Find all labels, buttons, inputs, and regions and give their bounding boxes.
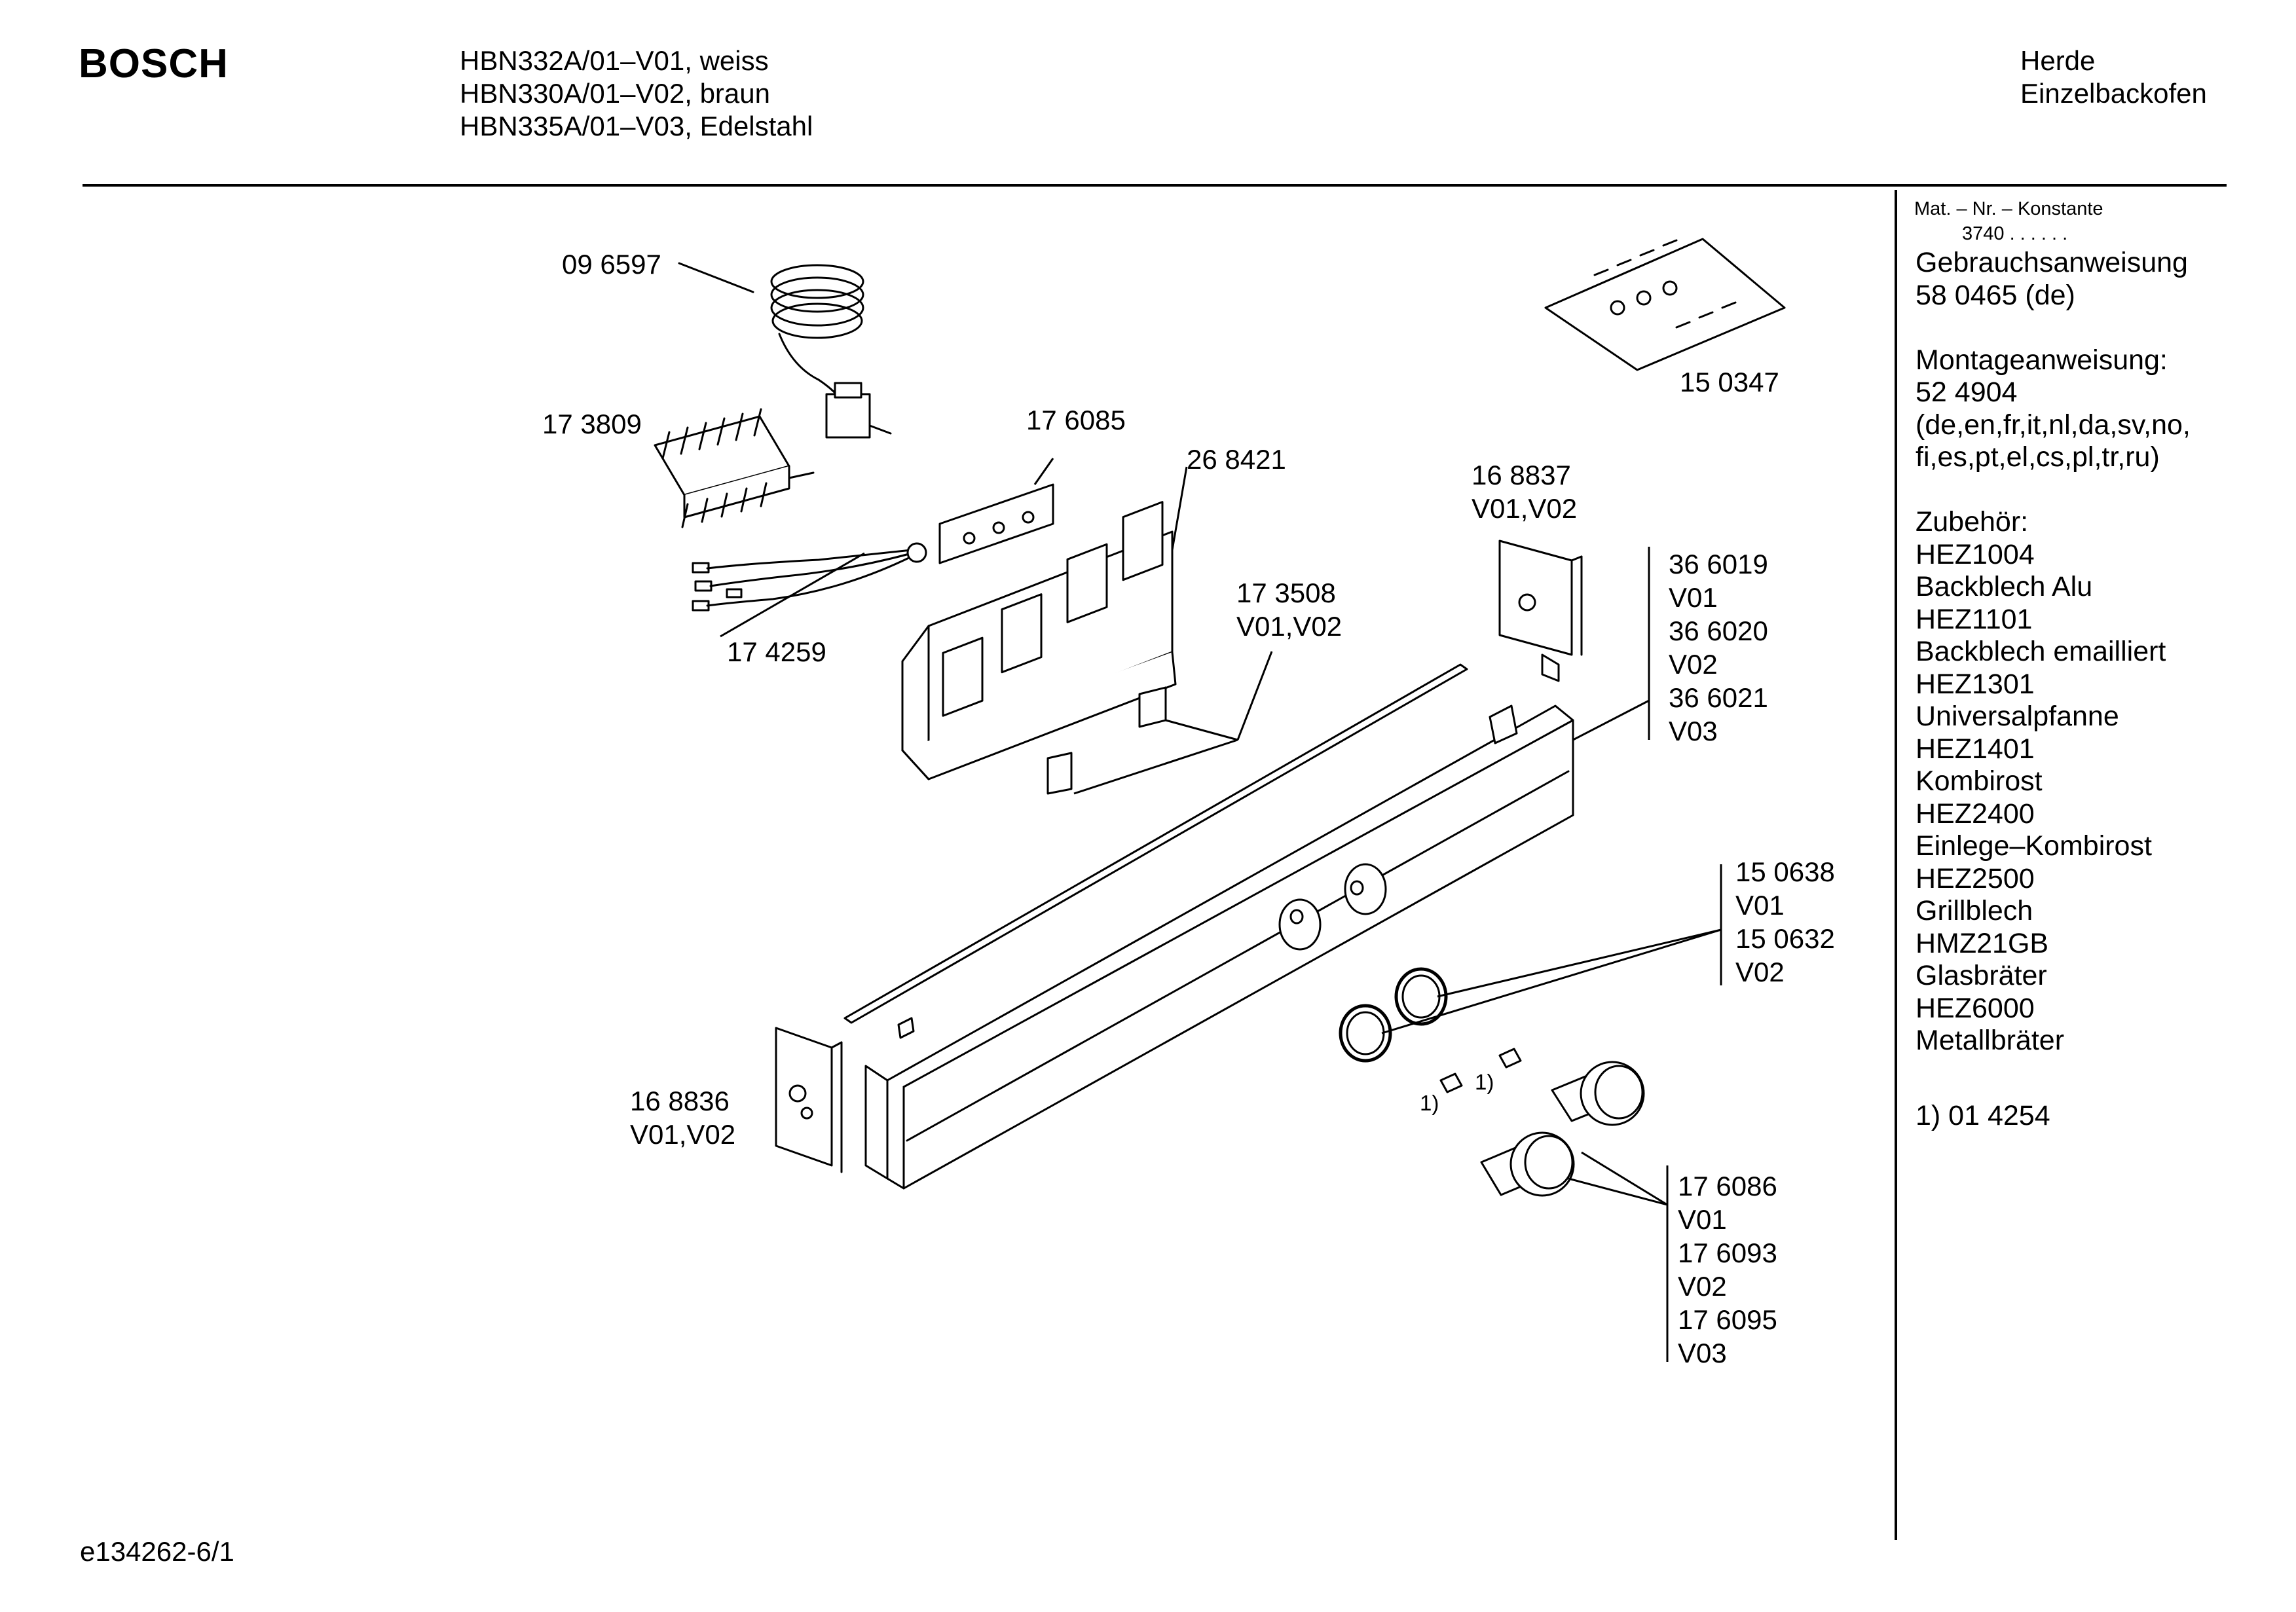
callout-168836-variant: V01,V02	[630, 1119, 736, 1150]
sidebar-line: HEZ1101	[1916, 603, 2033, 635]
callout-150638-line: V01	[1735, 890, 1785, 921]
callout-366019-line: 36 6020	[1669, 615, 1768, 646]
document-id: e134262-6/1	[80, 1536, 234, 1567]
callout-173508-number: 17 3508	[1236, 577, 1336, 608]
sidebar-line: HEZ2500	[1916, 862, 2035, 894]
model-line-1: HBN332A/01–V01, weiss	[460, 45, 769, 76]
control-knobs-part	[1481, 1062, 1644, 1196]
wiring-harness-part	[693, 543, 926, 610]
callout-366019-line: 36 6021	[1669, 682, 1768, 713]
callout-366019-line: V03	[1669, 716, 1718, 746]
mat-nr-title: Mat. – Nr. – Konstante	[1914, 198, 2103, 219]
sealing-rings-part	[1341, 969, 1446, 1061]
sidebar-line: HEZ1301	[1916, 668, 2035, 700]
sidebar-line: 52 4904	[1916, 376, 2018, 408]
contact-plate-part	[940, 485, 1053, 563]
callout-150638-line: 15 0632	[1735, 923, 1835, 954]
callout-173508-variant: V01,V02	[1236, 611, 1342, 642]
callout-176085: 17 6085	[1026, 405, 1126, 435]
callout-150638-line: V02	[1735, 957, 1785, 987]
sidebar-line: Metallbräter	[1916, 1025, 2065, 1056]
callout-168836-number: 16 8836	[630, 1086, 730, 1116]
sidebar-line: HMZ21GB	[1916, 927, 2049, 959]
sidebar-line: HEZ1401	[1916, 733, 2035, 765]
control-panel-fascia-part	[866, 706, 1573, 1188]
sidebar-line: Kombirost	[1916, 765, 2043, 797]
callout-176086-line: V02	[1678, 1271, 1727, 1302]
sidebar-line: (de,en,fr,it,nl,da,sv,no,	[1916, 409, 2191, 441]
mat-nr-value: 3740 . . . . . .	[1962, 223, 2068, 244]
callout-366019-line: V01	[1669, 582, 1718, 613]
side-bracket-left-part	[776, 1028, 842, 1172]
note-marker-b: 1)	[1475, 1070, 1494, 1094]
callout-176086-line: V01	[1678, 1204, 1727, 1235]
callout-168837: 16 8837 V01,V02	[1472, 458, 1577, 525]
sidebar-line: Einlege–Kombirost	[1916, 830, 2152, 862]
sidebar-list: Gebrauchsanweisung 58 0465 (de) Montagea…	[1916, 247, 2191, 1133]
sidebar-line: Montageanweisung:	[1916, 344, 2168, 376]
sidebar-line: Backblech emailliert	[1916, 636, 2166, 667]
sidebar-line: 1) 01 4254	[1916, 1100, 2050, 1131]
callout-173809: 17 3809	[542, 409, 642, 439]
sidebar-line	[1916, 1057, 2191, 1090]
sidebar-line: Backblech Alu	[1916, 571, 2093, 602]
sidebar-line	[1916, 474, 2191, 507]
sidebar-line: Universalpfanne	[1916, 701, 2119, 732]
callout-176086-line: 17 6086	[1678, 1171, 1777, 1201]
callout-366019: 36 6019 V01 36 6020 V02 36 6021 V03	[1669, 547, 1768, 748]
brand-logo: BOSCH	[79, 41, 229, 86]
sidebar-line: 58 0465 (de)	[1916, 279, 2075, 311]
tab-part	[1441, 1074, 1462, 1092]
sidebar-line: HEZ2400	[1916, 797, 2035, 830]
callout-168837-number: 16 8837	[1472, 460, 1571, 490]
category-line-1: Herde	[2020, 45, 2096, 76]
side-bracket-right-part	[1500, 541, 1582, 681]
callout-366019-line: 36 6019	[1669, 549, 1768, 579]
callout-176086: 17 6086 V01 17 6093 V02 17 6095 V03	[1678, 1169, 1777, 1370]
callout-366019-line: V02	[1669, 649, 1718, 680]
callout-176086-line: 17 6093	[1678, 1237, 1777, 1268]
sidebar-line: Zubehör:	[1916, 506, 2029, 538]
callout-150347: 15 0347	[1680, 367, 1779, 397]
callout-268421: 26 8421	[1187, 444, 1286, 475]
sidebar-line: Gebrauchsanweisung	[1916, 247, 2188, 278]
callout-150638: 15 0638 V01 15 0632 V02	[1735, 855, 1835, 989]
category-line-2: Einzelbackofen	[2020, 78, 2207, 109]
sidebar-line	[1916, 312, 2191, 344]
tab-part	[1500, 1049, 1521, 1067]
trim-strip-part	[845, 665, 1467, 1023]
callout-168836: 16 8836 V01,V02	[630, 1084, 735, 1151]
leader-lines	[720, 458, 1721, 1362]
sidebar-line: HEZ6000	[1916, 992, 2035, 1024]
callout-096597: 09 6597	[562, 249, 661, 280]
model-line-3: HBN335A/01–V03, Edelstahl	[460, 111, 813, 141]
callout-150638-line: 15 0638	[1735, 856, 1835, 887]
callout-168837-variant: V01,V02	[1472, 493, 1578, 524]
sidebar-line: Grillblech	[1916, 895, 2033, 926]
thermostat-part	[679, 263, 891, 437]
rotary-switch-part	[655, 409, 813, 527]
sidebar-line: Glasbräter	[1916, 960, 2047, 991]
model-line-2: HBN330A/01–V02, braun	[460, 78, 770, 109]
callout-176086-line: V03	[1678, 1338, 1727, 1368]
accessory-bag-part	[1546, 239, 1785, 370]
note-marker-a: 1)	[1420, 1091, 1439, 1115]
sidebar-line: fi,es,pt,el,cs,pl,tr,ru)	[1916, 441, 2160, 473]
sidebar-line: HEZ1004	[1916, 538, 2035, 570]
callout-174259: 17 4259	[727, 636, 826, 667]
callout-176086-line: 17 6095	[1678, 1304, 1777, 1335]
control-housing-part	[902, 502, 1176, 779]
callout-173508: 17 3508 V01,V02	[1236, 576, 1342, 643]
